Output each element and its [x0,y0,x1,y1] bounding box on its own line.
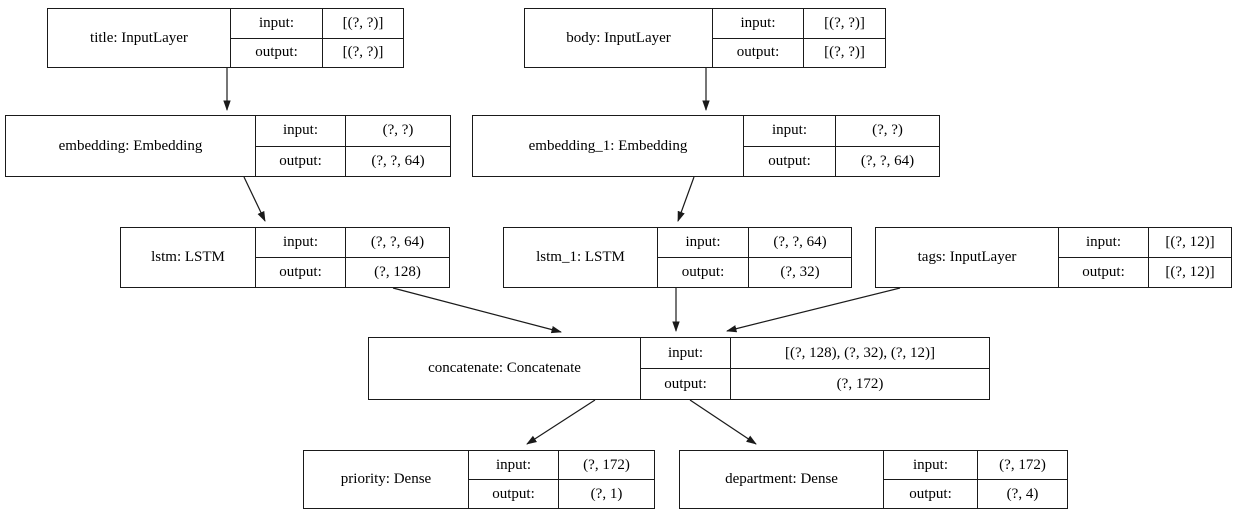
output-shape: (?, ?, 64) [371,152,425,169]
output-label: output: [884,480,978,508]
output-label: output: [231,38,323,67]
node-lstm: lstm: LSTM input: (?, ?, 64) output: (?,… [120,227,450,288]
input-label: input: [641,338,731,368]
edge-embedding_1-lstm_1 [677,176,695,222]
layer-name: tags: InputLayer [876,228,1059,287]
input-label: input: [469,451,559,479]
input-label: input: [256,228,346,257]
output-shape: (?, 4) [1006,485,1039,502]
input-label: input: [658,228,749,257]
output-shape: (?, ?, 64) [860,152,915,169]
input-shape: [(?, 128), (?, 32), (?, 12)] [785,344,935,361]
input-label: input: [884,451,978,479]
layer-name: lstm: LSTM [121,228,256,287]
node-priority-dense: priority: Dense input: (?, 172) output: … [303,450,655,509]
input-label: input: [744,116,836,146]
node-tags-inputlayer: tags: InputLayer input: [(?, 12)] output… [875,227,1232,288]
node-department-dense: department: Dense input: (?, 172) output… [679,450,1068,509]
output-shape: [(?, 12)] [1165,264,1215,280]
output-label: output: [469,480,559,508]
edge-concatenate-priority [526,399,596,445]
output-shape: (?, 172) [836,375,884,392]
input-shape: (?, 172) [999,456,1046,473]
input-label: input: [256,116,346,146]
output-label: output: [713,38,804,67]
layer-name: embedding: Embedding [6,116,256,176]
layer-name: department: Dense [680,451,884,508]
node-body-inputlayer: body: InputLayer input: [(?, ?)] output:… [524,8,886,68]
output-shape: (?, 128) [374,264,421,280]
edge-concatenate-department [689,399,757,445]
layer-name: priority: Dense [304,451,469,508]
node-embedding_1: embedding_1: Embedding input: (?, ?) out… [472,115,940,177]
output-label: output: [256,258,346,287]
input-shape: (?, 172) [583,456,630,473]
layer-name: lstm_1: LSTM [504,228,658,287]
output-label: output: [256,146,346,176]
node-title-inputlayer: title: InputLayer input: [(?, ?)] output… [47,8,404,68]
node-lstm_1: lstm_1: LSTM input: (?, ?, 64) output: (… [503,227,852,288]
edge-lstm-concatenate [392,287,562,334]
output-label: output: [744,146,836,176]
output-label: output: [1059,258,1149,287]
output-shape: [(?, ?)] [824,44,865,61]
input-label: input: [1059,228,1149,257]
layer-name: body: InputLayer [525,9,713,67]
input-label: input: [231,9,323,38]
output-shape: (?, 1) [590,485,623,502]
output-shape: [(?, ?)] [342,44,384,61]
layer-name: embedding_1: Embedding [473,116,744,176]
edge-tags-concatenate [726,287,901,333]
input-label: input: [713,9,804,38]
input-shape: [(?, 12)] [1165,234,1215,250]
output-label: output: [658,258,749,287]
input-shape: [(?, ?)] [342,14,384,31]
output-shape: (?, 32) [780,264,820,280]
input-shape: (?, ?) [382,122,414,139]
input-shape: (?, ?) [872,122,903,139]
input-shape: (?, ?, 64) [370,234,425,250]
node-embedding: embedding: Embedding input: (?, ?) outpu… [5,115,451,177]
output-label: output: [641,369,731,399]
node-concatenate: concatenate: Concatenate input: [(?, 128… [368,337,990,400]
input-shape: [(?, ?)] [824,14,865,31]
input-shape: (?, ?, 64) [773,234,827,250]
layer-name: title: InputLayer [48,9,231,67]
edge-embedding-lstm [243,176,266,222]
layer-name: concatenate: Concatenate [369,338,641,399]
